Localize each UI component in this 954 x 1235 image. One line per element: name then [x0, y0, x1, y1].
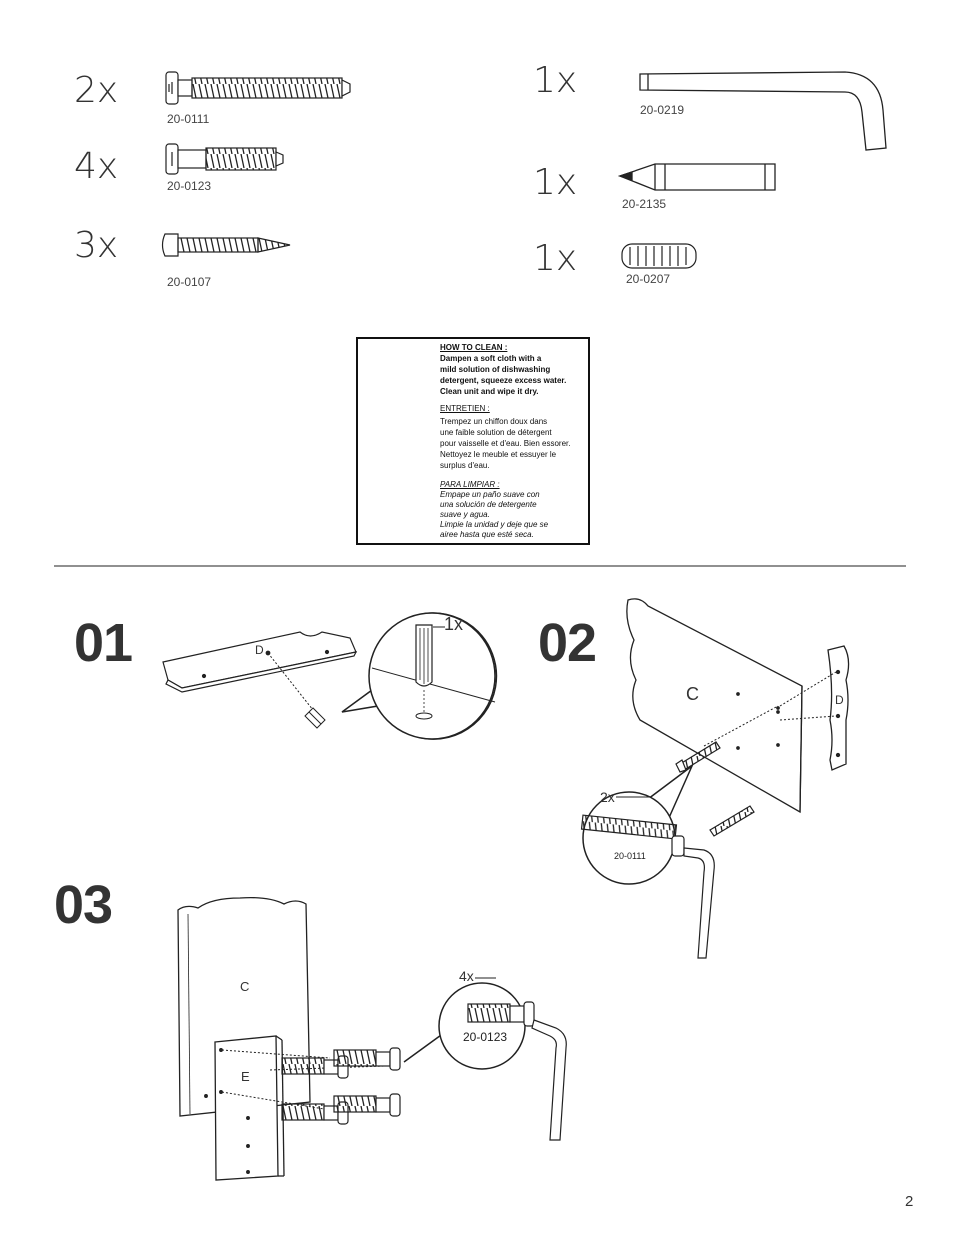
hardware-code-20-0219: 20-0219 — [640, 103, 685, 117]
cleaning-instructions-box: HOW TO CLEAN : Dampen a soft cloth with … — [356, 337, 590, 545]
page-number: 2 — [905, 1193, 914, 1210]
care-en-line: Clean unit and wipe it dry. — [440, 387, 539, 396]
care-fr-line: Nettoyez le meuble et essuyer le — [440, 450, 557, 459]
step01-detail-callout — [341, 612, 498, 740]
care-es-line: suave y agua. — [440, 510, 490, 519]
care-es-line: Limpie la unidad y deje que se — [440, 520, 549, 529]
care-en-line: detergent, squeeze excess water. — [440, 376, 567, 385]
step02-detail-callout — [580, 763, 715, 959]
allen-key-icon — [639, 71, 887, 151]
step02-panel-d — [827, 645, 850, 771]
care-fr-line: une faible solution de détergent — [440, 428, 552, 437]
step03-bolts — [281, 1047, 401, 1125]
care-en-title: HOW TO CLEAN : — [440, 343, 508, 352]
care-fr-line: surplus d'eau. — [440, 461, 490, 470]
step03-part-c-label: C — [240, 979, 250, 994]
step02-code: 20-0111 — [614, 851, 646, 861]
step-number-01: 01 — [74, 613, 133, 673]
hardware-code-20-0107: 20-0107 — [167, 275, 212, 289]
hardware-code-20-0123: 20-0123 — [167, 179, 212, 193]
step-number-02: 02 — [538, 613, 597, 673]
care-es-line: una solución de detergente — [440, 500, 537, 509]
care-es-line: airee hasta que esté seca. — [440, 530, 534, 539]
step02-panel-c — [626, 598, 803, 814]
step01-panel-d — [162, 631, 358, 693]
bolt-20-0123-icon — [165, 143, 284, 175]
hardware-qty-20-0111: 2x — [74, 70, 119, 111]
hardware-qty-20-2135: 1x — [533, 162, 578, 203]
step02-bolts — [675, 741, 755, 837]
bolt-20-0111-icon — [165, 71, 351, 105]
step03-code: 20-0123 — [463, 1030, 508, 1044]
hardware-qty-20-0219: 1x — [533, 60, 578, 101]
step01-qty: 1x — [444, 614, 464, 634]
hardware-code-20-0207: 20-0207 — [626, 272, 671, 286]
step01-part-label: D — [255, 643, 264, 657]
care-es-title: PARA LIMPIAR : — [440, 480, 500, 489]
hardware-qty-20-0123: 4x — [74, 146, 119, 187]
hardware-code-20-0111: 20-0111 — [167, 112, 210, 126]
care-en-line: mild solution of dishwashing — [440, 365, 551, 374]
step01-dowel — [304, 707, 326, 729]
hardware-qty-20-0107: 3x — [74, 225, 119, 266]
hardware-code-20-2135: 20-2135 — [622, 197, 667, 211]
dowel-icon — [621, 243, 697, 269]
care-fr-line: pour vaisselle et d'eau. Bien essorer. — [440, 439, 571, 448]
care-fr-title: ENTRETIEN : — [440, 404, 490, 413]
care-en-line: Dampen a soft cloth with a — [440, 354, 542, 363]
step03-part-e-label: E — [241, 1069, 250, 1084]
step02-qty: 2x — [600, 789, 615, 805]
step03-qty: 4x — [459, 968, 474, 984]
pencil-icon — [617, 163, 776, 191]
screw-20-0107-icon — [161, 233, 291, 257]
step03-panel-e — [214, 1035, 285, 1181]
care-es-line: Empape un paño suave con — [440, 490, 540, 499]
care-fr-line: Trempez un chiffon doux dans — [440, 417, 548, 426]
hardware-qty-20-0207: 1x — [533, 238, 578, 279]
step02-part-d-label: D — [835, 693, 844, 707]
step02-part-c-label: C — [686, 684, 699, 704]
step-number-03: 03 — [54, 875, 113, 935]
step03-detail-callout — [403, 977, 567, 1141]
